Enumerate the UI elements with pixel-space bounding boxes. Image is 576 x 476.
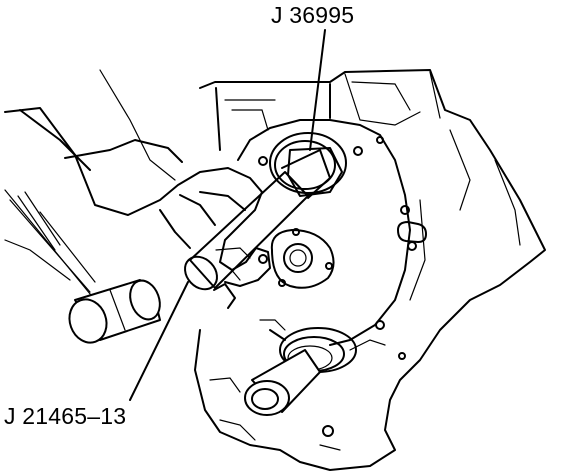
technician-hand (4, 69, 271, 309)
seal-installer-j36995 (269, 132, 347, 197)
driver-handle-j21465-13 (184, 149, 331, 291)
leader-line-top (309, 29, 326, 151)
callout-label-j21465-13: J 21465–13 (4, 403, 127, 429)
mallet (4, 189, 161, 344)
engine-block (194, 69, 546, 471)
callout-label-j36995: J 36995 (271, 2, 355, 28)
crankshaft-nose (244, 327, 357, 416)
leader-line-bottom (129, 281, 189, 401)
